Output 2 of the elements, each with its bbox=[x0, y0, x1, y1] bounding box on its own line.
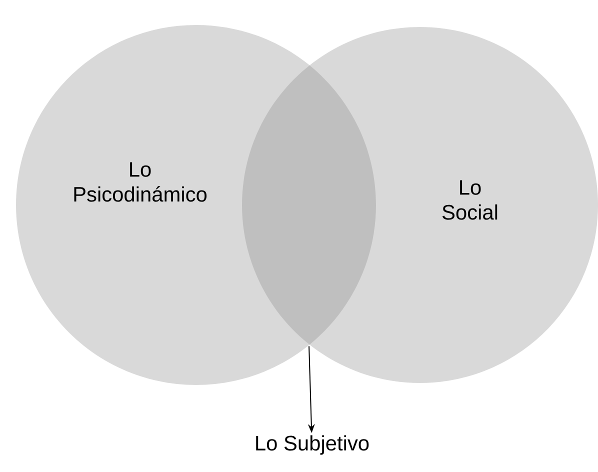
overlap-region bbox=[242, 65, 376, 345]
text-label: Lo Subjetivo bbox=[256, 435, 369, 455]
